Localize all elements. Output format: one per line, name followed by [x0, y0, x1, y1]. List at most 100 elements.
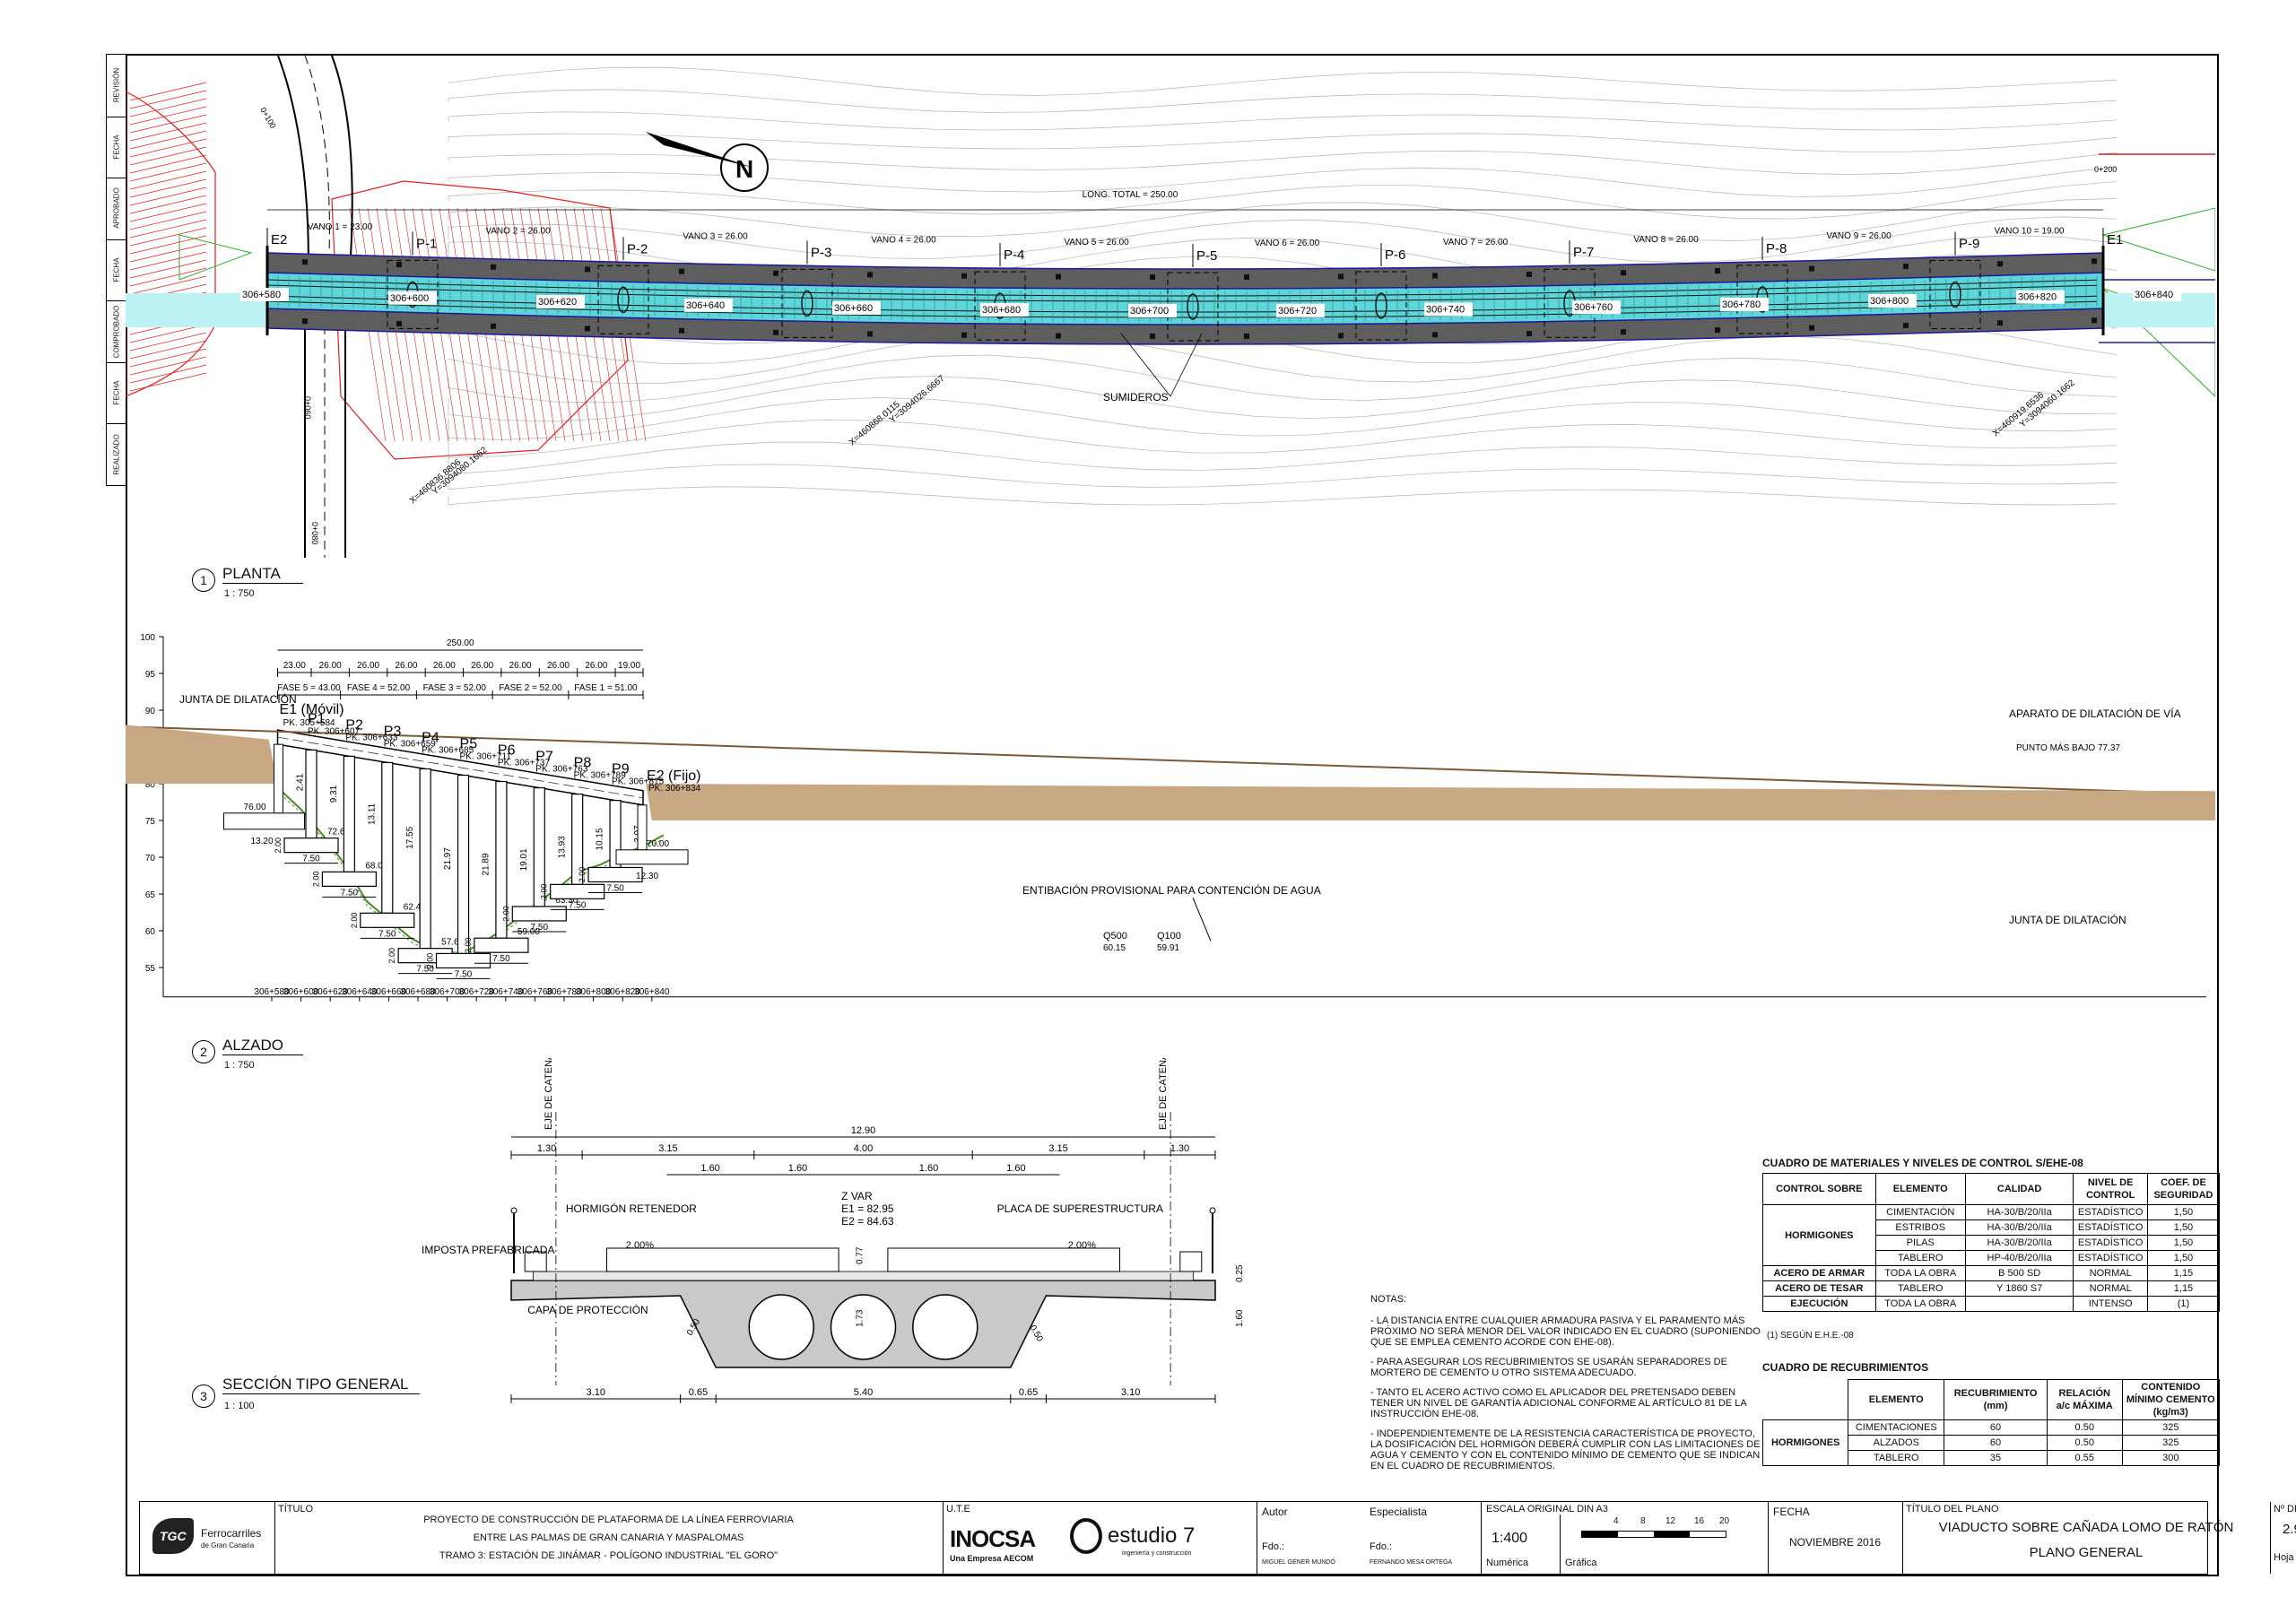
- y-tick-label: 55: [145, 964, 156, 974]
- drain-marker: [302, 318, 308, 325]
- materials-cell: HA-30/B/20/IIa: [1964, 1235, 2074, 1251]
- materials-header: COEF. DE SEGURIDAD: [2146, 1173, 2221, 1205]
- pier-height-label: 21.97: [443, 847, 453, 870]
- pk-label: 306+580: [242, 290, 281, 300]
- notes-title: NOTAS:: [1370, 1294, 1407, 1305]
- view-title: SECCIÓN TIPO GENERAL: [222, 1376, 420, 1394]
- note-item: - PARA ASEGURAR LOS RECUBRIMIENTOS SE US…: [1370, 1357, 1727, 1378]
- date-cell: FECHA NOVIEMBRE 2016: [1768, 1502, 1903, 1574]
- section-dim-bottom: 0.65: [1019, 1387, 1038, 1398]
- abutment-width: 13.20: [251, 837, 274, 846]
- support-label: P-8: [1766, 241, 1787, 256]
- view-number-circle: 2: [192, 1040, 215, 1063]
- pk-label: 306+820: [2018, 292, 2057, 303]
- footing-height-label: 2.00: [350, 913, 359, 929]
- pier-shaft: [617, 286, 630, 313]
- drain-marker: [1150, 273, 1155, 280]
- span-dim-text: 26.00: [433, 661, 456, 671]
- deck-axis-line: [277, 736, 644, 799]
- catenary-label: EJE DE CATENARIA: [544, 1058, 554, 1130]
- aparato-label: APARATO DE DILATACIÓN DE VÍA: [2009, 707, 2181, 720]
- y-tick-label: 80: [145, 780, 156, 790]
- pier-pk-label: PK. 306+711: [460, 752, 512, 762]
- author-fdo: Fdo.:: [1262, 1541, 1285, 1552]
- span-label: VANO 4 = 26.00: [871, 235, 936, 245]
- railing-post-top: [1209, 1207, 1216, 1214]
- scale-divider: [1560, 1515, 1561, 1574]
- pk-label-bg: [1424, 302, 1473, 317]
- span-label: VANO 5 = 26.00: [1064, 238, 1129, 247]
- pier-footing: [511, 906, 567, 922]
- drain-marker: [396, 262, 402, 268]
- revision-strip-label: FECHA: [112, 135, 121, 160]
- graphic-scale-tick: 12: [1665, 1516, 1676, 1526]
- cut-hatch: [129, 211, 207, 230]
- pier-pk-label: PK. 306+737: [498, 759, 551, 768]
- terrain-contour: [448, 334, 2118, 384]
- footing-cota-label: 63.30: [555, 896, 578, 906]
- footing-height-label: 2.00: [311, 872, 320, 888]
- drain-marker: [1903, 322, 1909, 328]
- recub-header: ELEMENTO: [1848, 1379, 1945, 1420]
- note-item: - LA DISTANCIA ENTRE CUALQUIER ARMADURA …: [1370, 1315, 1761, 1348]
- footing-width-label: 7.50: [492, 954, 510, 964]
- terrain-contour: [448, 166, 2118, 197]
- slope-label: 2.00%: [626, 1240, 654, 1251]
- footing-cota-label: 72.60: [327, 828, 350, 838]
- footing-width-label: 7.50: [531, 923, 549, 933]
- pier-label: P4: [422, 730, 439, 745]
- footing-width-label: 7.50: [341, 888, 359, 898]
- junta-left-label: JUNTA DE DILATACIÓN: [179, 692, 297, 706]
- sheet-title-label: TÍTULO DEL PLANO: [1906, 1504, 1999, 1515]
- x-tick-label: 306+740: [488, 987, 524, 997]
- sheet-title-cell: TÍTULO DEL PLANO VIADUCTO SOBRE CAÑADA L…: [1902, 1502, 2271, 1574]
- materials-header: ELEMENTO: [1874, 1173, 1966, 1205]
- cut-hatch: [129, 138, 207, 158]
- revision-strip-label: FECHA: [112, 257, 121, 282]
- drawing-frame: [126, 54, 2219, 1576]
- materials-cell: TABLERO: [1874, 1280, 1966, 1297]
- cut-hatch: [129, 146, 207, 166]
- cut-hatch: [129, 130, 207, 150]
- dim-text: 12.90: [851, 1125, 876, 1136]
- pier-pk-label: PK. 306+789: [574, 771, 627, 781]
- deck-void: [748, 1294, 814, 1360]
- pk-label: 306+840: [2135, 290, 2173, 300]
- support-label: P-1: [416, 236, 437, 251]
- y-tick-label: 70: [145, 854, 156, 864]
- pk-label: 306+660: [834, 303, 873, 314]
- pier-pk-label: PK. 306+685: [422, 745, 474, 755]
- pk-label: 306+600: [390, 293, 429, 304]
- terrain-contour: [448, 181, 2118, 220]
- view-title: ALZADO: [222, 1037, 303, 1055]
- scale-graphic-label: Gráfica: [1565, 1558, 1597, 1568]
- long-total-label: LONG. TOTAL = 250.00: [1083, 190, 1178, 200]
- drain-marker: [1056, 333, 1061, 339]
- view-number: 3: [200, 1389, 207, 1403]
- support-label: P-6: [1385, 247, 1405, 263]
- q100-value: 59.91: [1157, 943, 1179, 953]
- note-item: - TANTO EL ACERO ACTIVO COMO EL APLICADO…: [1370, 1387, 1747, 1419]
- sumideros-label: SUMIDEROS: [1103, 391, 1169, 404]
- rail-level-line: [126, 725, 2215, 795]
- view-number: 2: [200, 1045, 207, 1059]
- deck-void: [912, 1294, 978, 1360]
- footing-width-label: 7.50: [302, 855, 320, 864]
- phase-dim-text: FASE 3 = 52.00: [423, 683, 487, 693]
- imposta-right: [1179, 1251, 1203, 1272]
- x-tick-label: 306+720: [459, 987, 495, 997]
- abutment-pk-label: PK. 306+834: [648, 784, 701, 794]
- terrain-contour: [448, 89, 2118, 113]
- pier-column: [343, 755, 355, 872]
- drain-marker: [1526, 271, 1532, 277]
- y-tick-label: 60: [145, 927, 156, 937]
- abutment-footing: [615, 849, 689, 865]
- support-label: P-9: [1959, 237, 1979, 252]
- materials-cell: ESTRIBOS: [1874, 1219, 1966, 1236]
- pier-pk-label: PK. 306+607: [308, 726, 361, 736]
- drain-marker: [961, 332, 967, 338]
- span-label: VANO 1 = 23.00: [308, 222, 373, 232]
- materials-cell: PILAS: [1874, 1235, 1966, 1251]
- drain-marker: [585, 266, 590, 273]
- slope-label: 2.00%: [1068, 1240, 1096, 1251]
